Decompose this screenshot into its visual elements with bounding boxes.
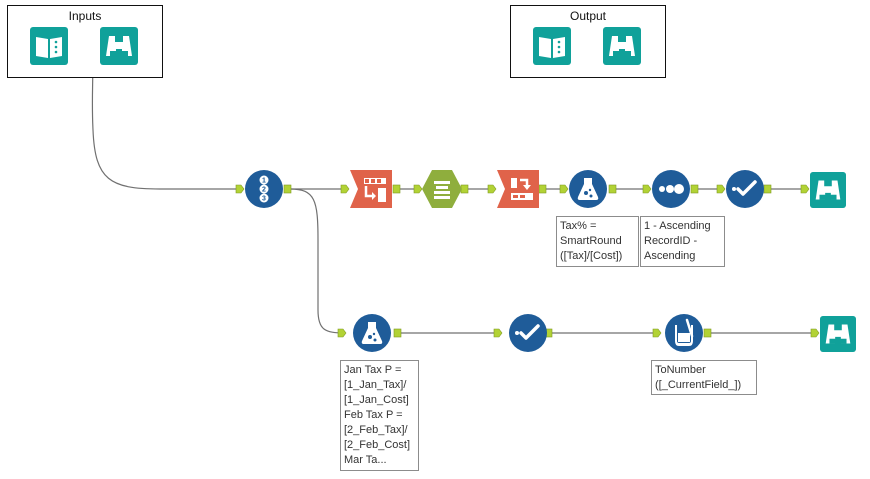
beaker-icon: [665, 314, 703, 352]
binoculars-icon: [810, 172, 846, 208]
formula-tool-2[interactable]: [353, 314, 391, 352]
browse-tool-4[interactable]: [820, 316, 856, 352]
multi-field-formula-tool[interactable]: [665, 314, 703, 352]
wire-recordid-formula2: [289, 188, 346, 334]
record-id-tool[interactable]: 1 2 3: [245, 170, 283, 208]
sort-dots-icon: [652, 170, 690, 208]
inputs-container-title: Inputs: [68, 9, 102, 23]
transpose-icon: [497, 170, 539, 208]
book-icon: [533, 27, 571, 65]
book-icon: [30, 27, 68, 65]
select-tool-1[interactable]: [726, 170, 764, 208]
svg-text:3: 3: [262, 196, 266, 203]
browse-tool-1[interactable]: [100, 27, 138, 65]
checkmark-icon: [509, 314, 547, 352]
select-tool-2[interactable]: [509, 314, 547, 352]
flask-icon: [353, 314, 391, 352]
svg-text:2: 2: [262, 187, 266, 194]
flask-icon: [569, 170, 607, 208]
browse-tool-3[interactable]: [810, 172, 846, 208]
transpose-tool[interactable]: [497, 170, 539, 208]
summarize-tool[interactable]: [422, 170, 462, 208]
binoculars-icon: [603, 27, 641, 65]
crosstab-tool[interactable]: [350, 170, 392, 208]
numbered-list-icon: 1 2 3: [245, 170, 283, 208]
summarize-icon: [422, 170, 462, 208]
formula-tool-1[interactable]: [569, 170, 607, 208]
input-data-tool-1[interactable]: [30, 27, 68, 65]
svg-text:1: 1: [262, 178, 266, 185]
sort-tool[interactable]: [652, 170, 690, 208]
formula-1-annotation: Tax% = SmartRound ([Tax]/[Cost]): [556, 216, 639, 267]
binoculars-icon: [820, 316, 856, 352]
crosstab-icon: [350, 170, 392, 208]
multi-field-annotation: ToNumber ([_CurrentField_]): [651, 360, 757, 395]
browse-tool-2[interactable]: [603, 27, 641, 65]
input-data-tool-2[interactable]: [533, 27, 571, 65]
formula-2-annotation: Jan Tax P = [1_Jan_Tax]/ [1_Jan_Cost] Fe…: [340, 360, 419, 471]
checkmark-icon: [726, 170, 764, 208]
output-container-title: Output: [569, 9, 607, 23]
sort-annotation: 1 - Ascending RecordID - Ascending: [640, 216, 725, 267]
binoculars-icon: [100, 27, 138, 65]
